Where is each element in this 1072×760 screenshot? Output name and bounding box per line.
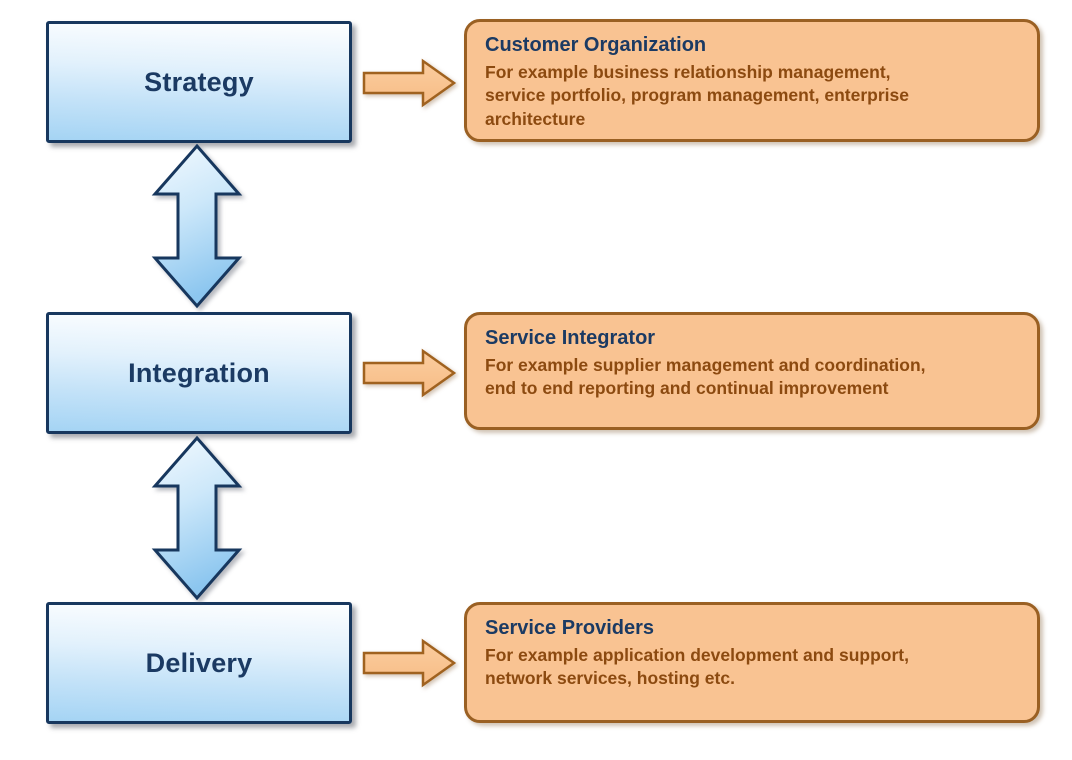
service-providers-title: Service Providers bbox=[485, 617, 654, 639]
customer-organization-description: For example business relationship manage… bbox=[485, 62, 910, 129]
service-integrator-title: Service Integrator bbox=[485, 327, 656, 349]
strategy-label: Strategy bbox=[144, 66, 254, 97]
right-arrow-strategy-icon bbox=[362, 58, 457, 108]
right-arrow-delivery-icon bbox=[362, 638, 457, 688]
service-providers-description: For example application development and … bbox=[485, 645, 909, 689]
delivery-box: Delivery bbox=[46, 602, 352, 724]
integration-box: Integration bbox=[46, 312, 352, 434]
customer-organization-title: Customer Organization bbox=[485, 34, 707, 56]
strategy-box: Strategy bbox=[46, 21, 352, 143]
service-integrator-box: Service Integrator For example supplier … bbox=[464, 312, 1040, 430]
right-arrow-integration-icon bbox=[362, 348, 457, 398]
service-integrator-description: For example supplier management and coor… bbox=[485, 355, 926, 399]
up-down-arrow-integration-delivery-icon bbox=[151, 435, 243, 601]
service-providers-box: Service Providers For example applicatio… bbox=[464, 602, 1040, 723]
delivery-label: Delivery bbox=[145, 647, 253, 678]
customer-organization-box: Customer Organization For example busine… bbox=[464, 19, 1040, 142]
up-down-arrow-strategy-integration-icon bbox=[151, 143, 243, 309]
integration-label: Integration bbox=[128, 357, 270, 388]
